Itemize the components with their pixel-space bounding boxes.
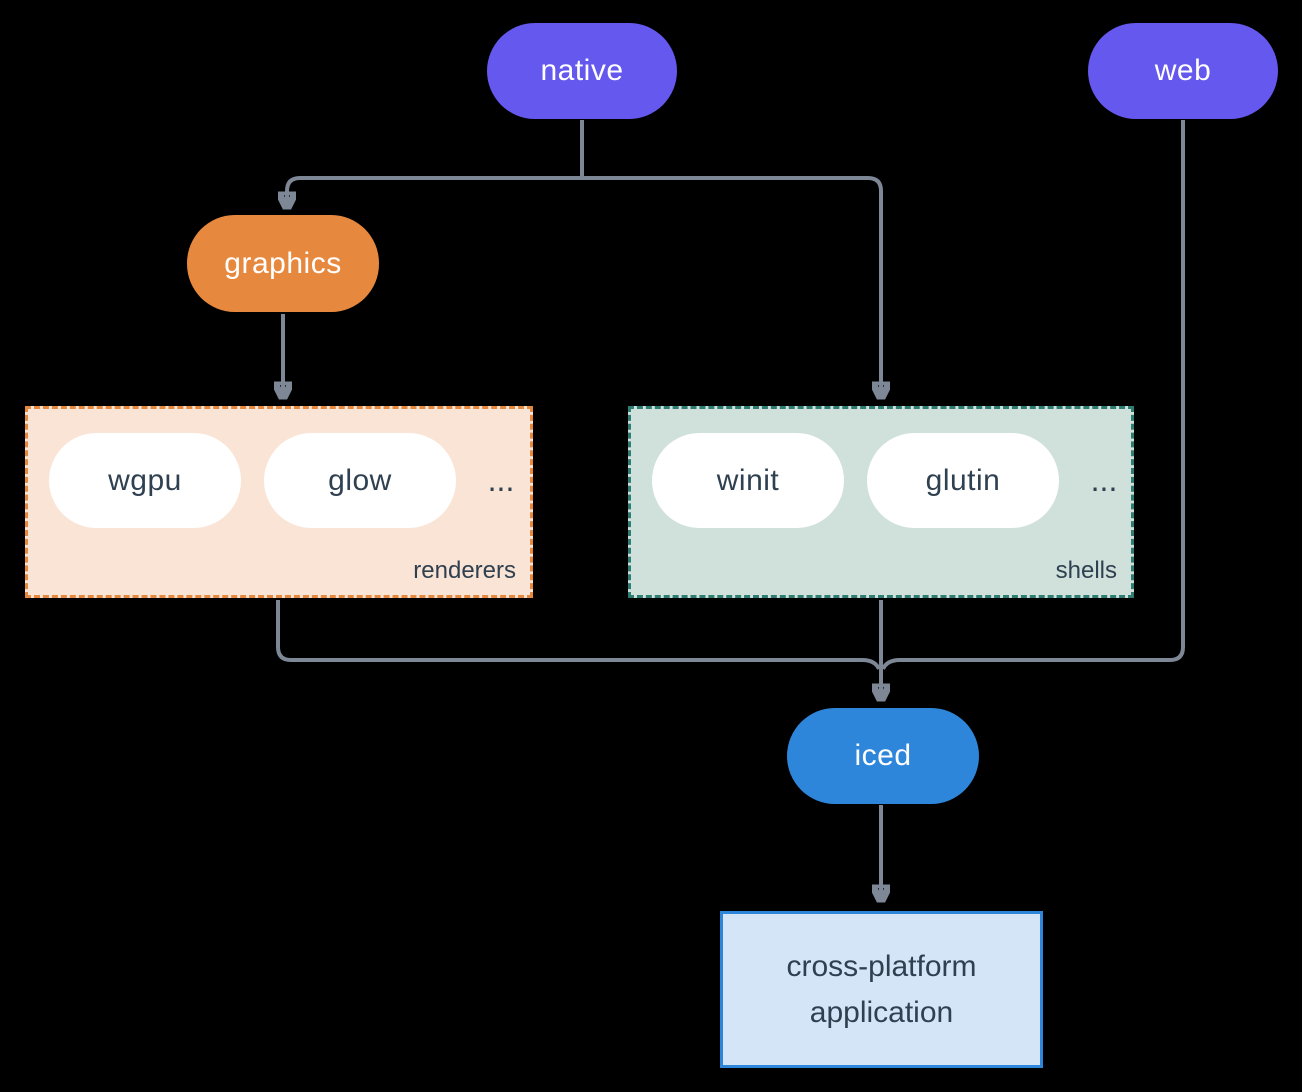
winit-node: winit: [652, 433, 844, 528]
application-label-line2: application: [809, 995, 954, 1029]
native-node-label: native: [540, 54, 624, 87]
iced-node-label: iced: [854, 739, 912, 772]
edge-native-shells: [582, 176, 881, 396]
renderers-group: wgpu glow ... renderers: [25, 406, 533, 598]
glutin-node: glutin: [867, 433, 1059, 528]
web-node-label: web: [1154, 54, 1212, 87]
iced-node: iced: [787, 708, 979, 804]
graphics-node-label: graphics: [224, 246, 342, 280]
glutin-node-label: glutin: [925, 463, 1001, 497]
renderers-ellipsis: ...: [487, 462, 515, 498]
glow-node-label: glow: [328, 463, 392, 497]
shells-group: winit glutin ... shells: [628, 406, 1134, 598]
shells-group-label: shells: [1055, 557, 1117, 584]
graphics-node: graphics: [187, 215, 379, 312]
edge-renderers-merge: [276, 600, 881, 670]
wgpu-node-label: wgpu: [108, 463, 182, 497]
edge-native-graphics: [287, 176, 582, 206]
edge-web-merge: [881, 120, 1185, 670]
wgpu-node: wgpu: [49, 433, 241, 528]
renderers-group-label: renderers: [413, 557, 516, 584]
application-node: cross-platform application: [720, 911, 1043, 1068]
application-label-line1: cross-platform: [786, 949, 977, 983]
glow-node: glow: [264, 433, 456, 528]
winit-node-label: winit: [716, 463, 780, 497]
native-node: native: [487, 23, 677, 119]
shells-ellipsis: ...: [1090, 462, 1118, 498]
web-node: web: [1088, 23, 1278, 119]
